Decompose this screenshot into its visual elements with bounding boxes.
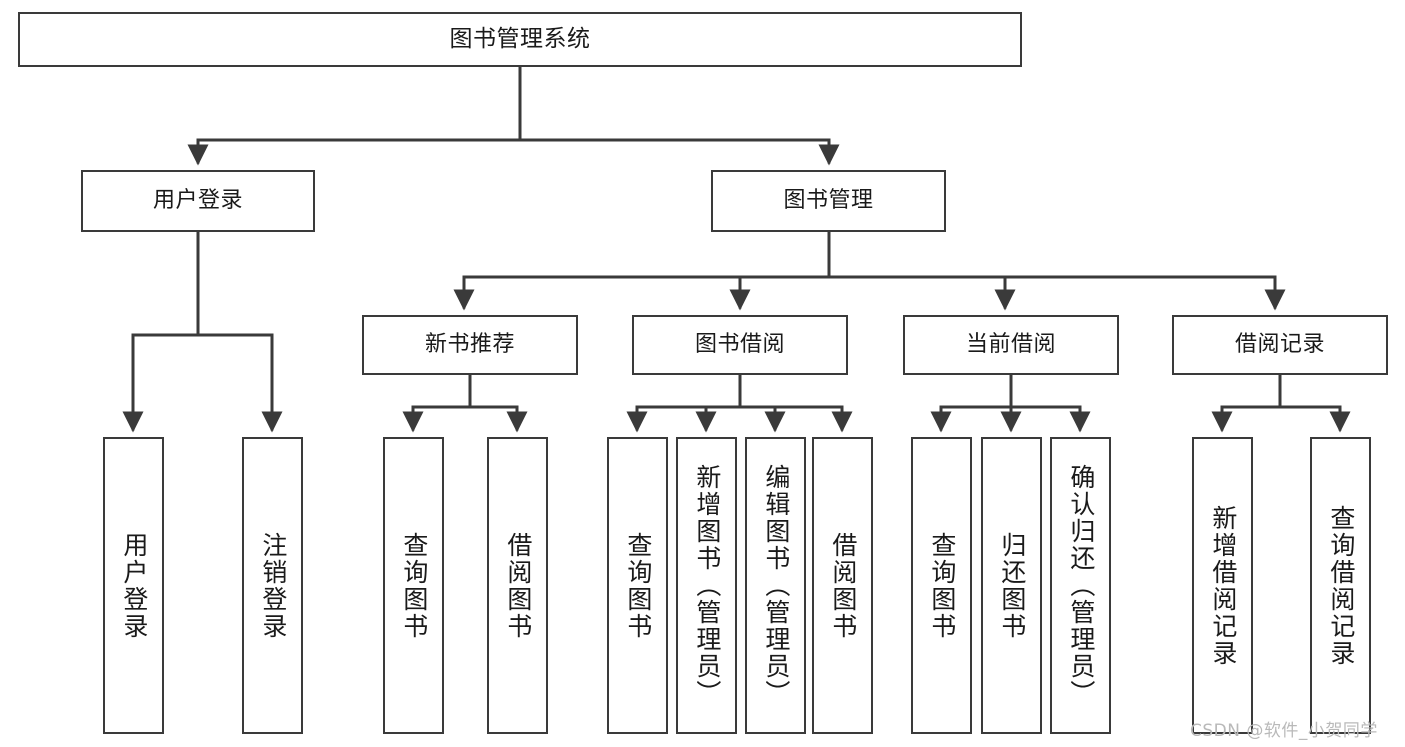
node-leaf-edit-book-label: 编辑图书（管理员） bbox=[761, 464, 791, 707]
node-book-borrow[interactable]: 图书借阅 bbox=[632, 315, 848, 375]
node-leaf-query-book-1-label: 查询图书 bbox=[399, 531, 429, 640]
node-root-label: 图书管理系统 bbox=[449, 25, 591, 52]
node-user-login-label: 用户登录 bbox=[152, 187, 243, 213]
node-root[interactable]: 图书管理系统 bbox=[18, 12, 1022, 67]
node-leaf-confirm-return[interactable]: 确认归还（管理员） bbox=[1050, 437, 1111, 734]
node-leaf-query-book-2[interactable]: 查询图书 bbox=[607, 437, 668, 734]
node-leaf-return-book-label: 归还图书 bbox=[997, 531, 1027, 640]
node-leaf-query-record[interactable]: 查询借阅记录 bbox=[1310, 437, 1371, 734]
node-leaf-confirm-return-label: 确认归还（管理员） bbox=[1066, 464, 1096, 707]
node-leaf-query-book-3[interactable]: 查询图书 bbox=[911, 437, 972, 734]
node-user-login[interactable]: 用户登录 bbox=[81, 170, 315, 232]
node-leaf-borrow-book-1[interactable]: 借阅图书 bbox=[487, 437, 548, 734]
node-leaf-add-record-label: 新增借阅记录 bbox=[1208, 504, 1238, 667]
node-new-book-rec-label: 新书推荐 bbox=[424, 331, 515, 357]
watermark: CSDN @软件_小贺同学 bbox=[1190, 721, 1378, 741]
node-leaf-add-record[interactable]: 新增借阅记录 bbox=[1192, 437, 1253, 734]
node-leaf-query-book-2-label: 查询图书 bbox=[623, 531, 653, 640]
node-leaf-borrow-book-2-label: 借阅图书 bbox=[828, 531, 858, 640]
node-leaf-add-book-label: 新增图书（管理员） bbox=[692, 464, 722, 707]
node-leaf-query-record-label: 查询借阅记录 bbox=[1326, 504, 1356, 667]
node-leaf-borrow-book-2[interactable]: 借阅图书 bbox=[812, 437, 873, 734]
node-book-manage-label: 图书管理 bbox=[783, 187, 874, 213]
node-current-borrow[interactable]: 当前借阅 bbox=[903, 315, 1119, 375]
node-current-borrow-label: 当前借阅 bbox=[965, 331, 1056, 357]
node-leaf-logout[interactable]: 注销登录 bbox=[242, 437, 303, 734]
node-leaf-user-login-label: 用户登录 bbox=[119, 531, 149, 640]
node-leaf-return-book[interactable]: 归还图书 bbox=[981, 437, 1042, 734]
node-leaf-query-book-1[interactable]: 查询图书 bbox=[383, 437, 444, 734]
node-borrow-record[interactable]: 借阅记录 bbox=[1172, 315, 1388, 375]
node-borrow-record-label: 借阅记录 bbox=[1234, 331, 1325, 357]
node-leaf-borrow-book-1-label: 借阅图书 bbox=[503, 531, 533, 640]
node-book-manage[interactable]: 图书管理 bbox=[711, 170, 946, 232]
node-leaf-user-login[interactable]: 用户登录 bbox=[103, 437, 164, 734]
node-leaf-add-book[interactable]: 新增图书（管理员） bbox=[676, 437, 737, 734]
node-leaf-query-book-3-label: 查询图书 bbox=[927, 531, 957, 640]
node-book-borrow-label: 图书借阅 bbox=[694, 331, 785, 357]
node-leaf-edit-book[interactable]: 编辑图书（管理员） bbox=[745, 437, 806, 734]
node-leaf-logout-label: 注销登录 bbox=[258, 531, 288, 640]
node-new-book-rec[interactable]: 新书推荐 bbox=[362, 315, 578, 375]
